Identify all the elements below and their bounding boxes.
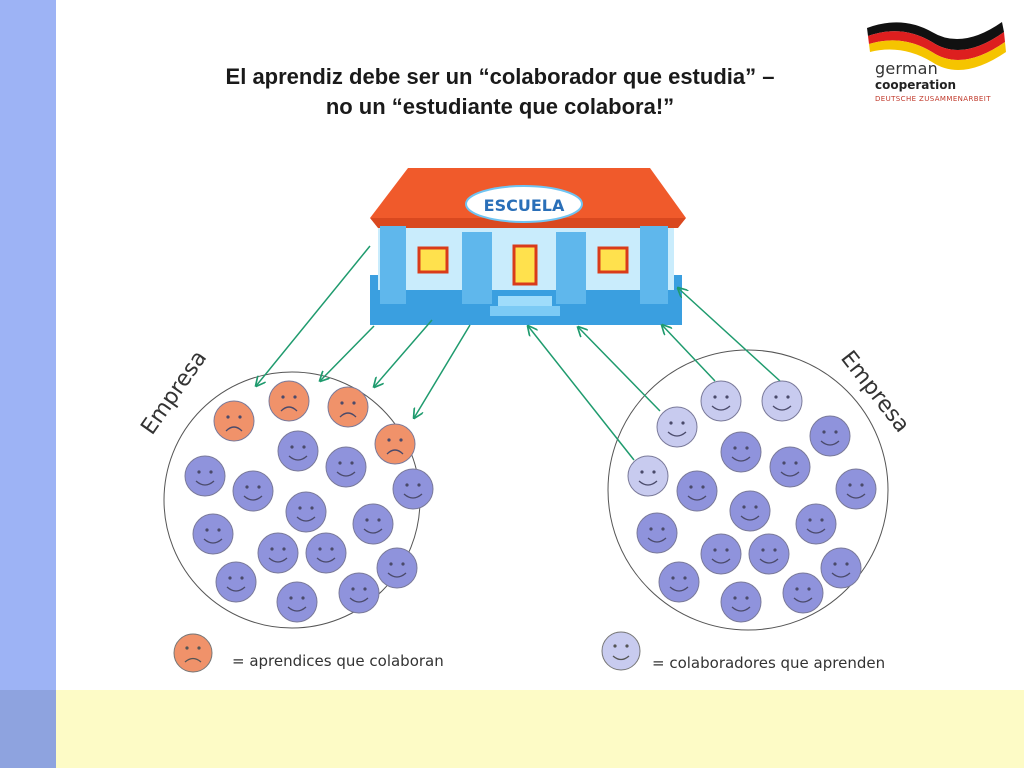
light-face-icon <box>656 406 698 448</box>
light-face-icon <box>700 380 742 422</box>
legend-sad-label: = aprendices que colaboran <box>232 652 444 670</box>
light-face-icon <box>761 380 803 422</box>
happy-face-icon <box>352 503 394 545</box>
faces-layer <box>184 380 877 623</box>
happy-face-icon <box>276 581 318 623</box>
left-accent-bar <box>0 0 56 768</box>
happy-face-icon <box>636 512 678 554</box>
happy-face-icon <box>809 415 851 457</box>
happy-face-icon <box>338 572 380 614</box>
logo-text-deutsche: DEUTSCHE ZUSAMMENARBEIT <box>875 95 991 103</box>
happy-face-icon <box>215 561 257 603</box>
happy-face-icon <box>305 532 347 574</box>
happy-face-icon <box>376 547 418 589</box>
happy-face-icon <box>700 533 742 575</box>
title-line-2: no un “estudiante que colabora!” <box>325 94 675 119</box>
happy-face-icon <box>277 430 319 472</box>
arrows-company-to-school <box>528 288 781 461</box>
sad-face-icon <box>327 386 369 428</box>
happy-face-icon <box>392 468 434 510</box>
light-face-icon <box>627 455 669 497</box>
legend-sad-face-icon <box>173 633 213 673</box>
happy-face-icon <box>782 572 824 614</box>
happy-face-icon <box>257 532 299 574</box>
sad-face-icon <box>268 380 310 422</box>
happy-face-icon <box>729 490 771 532</box>
happy-face-icon <box>835 468 877 510</box>
legend-light-face-icon <box>601 631 641 671</box>
legend-light-label: = colaboradores que aprenden <box>652 654 886 672</box>
arrows-school-to-company <box>256 245 471 418</box>
school-sign: ESCUELA <box>484 196 565 215</box>
left-empresa-label: Empresa <box>136 346 212 439</box>
german-flag-logo-icon <box>867 22 1006 70</box>
left-accent-bar-bottom <box>0 690 56 768</box>
happy-face-icon <box>232 470 274 512</box>
bottom-band <box>56 690 1024 768</box>
school-building-icon <box>370 168 686 325</box>
happy-face-icon <box>192 513 234 555</box>
logo-text-german: german <box>875 59 939 78</box>
happy-face-icon <box>720 581 762 623</box>
happy-face-icon <box>820 547 862 589</box>
sad-face-icon <box>213 400 255 442</box>
happy-face-icon <box>769 446 811 488</box>
happy-face-icon <box>285 491 327 533</box>
right-company-circle <box>607 349 889 631</box>
title-line-1: El aprendiz debe ser un “colaborador que… <box>225 64 775 89</box>
happy-face-icon <box>720 431 762 473</box>
logo-text-cooperation: cooperation <box>875 78 956 92</box>
happy-face-icon <box>795 503 837 545</box>
sad-face-icon <box>374 423 416 465</box>
happy-face-icon <box>658 561 700 603</box>
happy-face-icon <box>748 533 790 575</box>
happy-face-icon <box>676 470 718 512</box>
happy-face-icon <box>184 455 226 497</box>
right-empresa-label: Empresa <box>835 346 914 437</box>
happy-face-icon <box>325 446 367 488</box>
slide-title: El aprendiz debe ser un “colaborador que… <box>150 62 850 122</box>
